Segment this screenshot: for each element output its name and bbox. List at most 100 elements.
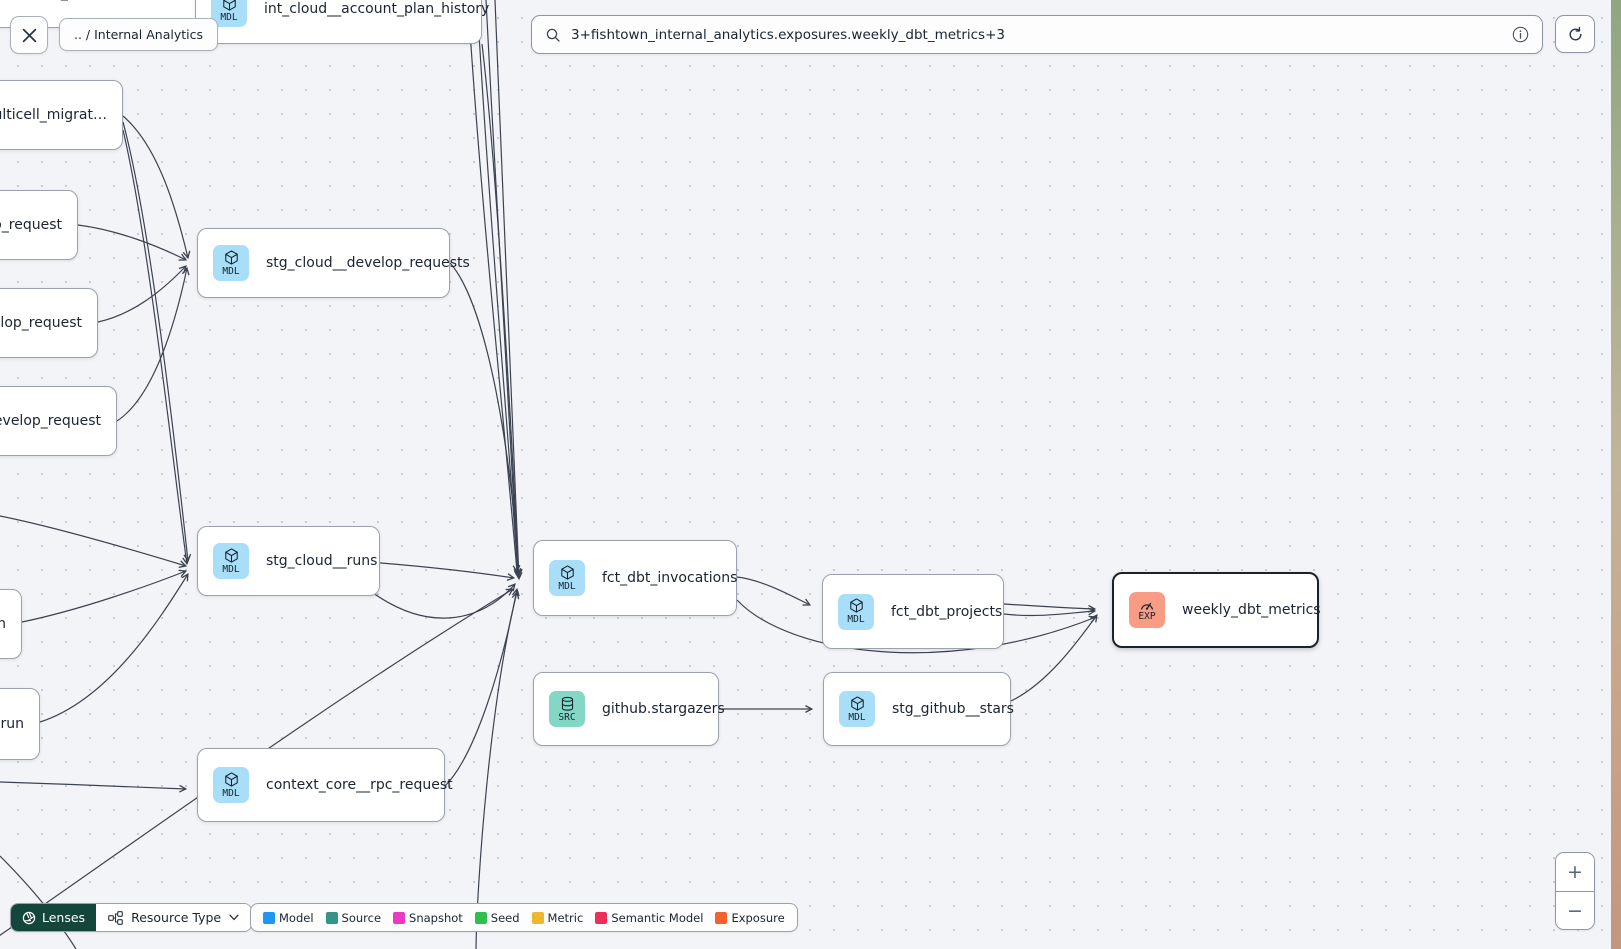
lineage-edge — [481, 43, 519, 574]
graph-node-p-request[interactable]: p_request — [0, 190, 78, 260]
legend-item: Seed — [474, 910, 520, 925]
legend-item: Metric — [531, 911, 583, 925]
model-badge: MDL — [838, 593, 874, 630]
resource-type-button[interactable]: Resource Type — [96, 904, 252, 931]
lineage-edge — [368, 583, 516, 619]
model-badge: MDL — [549, 560, 585, 596]
graph-node-stg-cloud-runs[interactable]: MDL stg_cloud__runs — [197, 526, 380, 596]
graph-node-velop-request[interactable]: velop_request — [0, 288, 98, 358]
badge-code: SRC — [558, 711, 576, 723]
search-bar[interactable] — [531, 15, 1543, 54]
legend-swatch — [474, 911, 487, 924]
graph-node-run-partial[interactable]: .run — [0, 688, 40, 760]
lens-controls: Lenses Resource Type — [10, 903, 253, 932]
node-label: int_cloud__account_plan_history — [264, 1, 490, 17]
refresh-button[interactable] — [1555, 15, 1595, 53]
chevron-down-icon — [229, 914, 239, 921]
cube-icon — [850, 696, 865, 712]
lineage-edge — [77, 224, 188, 261]
node-label: n — [0, 616, 6, 632]
graph-node-n-partial[interactable]: n — [0, 589, 22, 659]
source-badge: SRC — [549, 691, 585, 727]
badge-code: MDL — [847, 614, 865, 626]
graph-node-context-core-rpc-request[interactable]: MDL context_core__rpc_request — [197, 748, 453, 822]
legend-item: Exposure — [715, 910, 785, 925]
node-label: stg_cloud__runs — [266, 553, 378, 569]
legend-label: Model — [279, 910, 314, 925]
legend-label: Exposure — [731, 910, 785, 925]
legend-swatch — [595, 911, 608, 924]
wallpaper-strip — [1611, 0, 1621, 949]
breadcrumb[interactable]: .. / Internal Analytics — [59, 18, 219, 51]
cube-icon — [224, 548, 239, 564]
legend-label: Seed — [490, 910, 520, 925]
search-input[interactable] — [571, 26, 1502, 43]
badge-code: MDL — [222, 563, 240, 575]
lineage-edge — [0, 855, 77, 949]
model-badge: MDL — [213, 245, 249, 281]
lineage-edge — [494, 0, 523, 581]
legend-swatch — [715, 911, 728, 924]
node-label: p_request — [0, 217, 62, 233]
lineage-edge — [122, 129, 190, 566]
cube-icon — [849, 598, 864, 614]
lineage-edge — [122, 121, 192, 563]
badge-code: MDL — [222, 787, 240, 799]
lenses-button[interactable]: Lenses — [11, 904, 97, 931]
lineage-edge — [736, 599, 1098, 654]
legend-item: Source — [325, 910, 382, 925]
node-label: stg_github__stars — [892, 701, 1014, 717]
refresh-icon — [1569, 26, 1581, 40]
model-badge: MDL — [213, 767, 249, 803]
node-label: multicell_migrat… — [0, 107, 107, 123]
zoom-out-button[interactable]: − — [1556, 891, 1594, 929]
graph-node-develop-request[interactable]: .develop_request — [0, 386, 117, 456]
exposure-badge: EXP — [1129, 592, 1165, 628]
legend-label: Snapshot — [409, 910, 463, 925]
lineage-edge — [368, 561, 516, 581]
zoom-in-button[interactable]: + — [1556, 853, 1594, 891]
node-label: velop_request — [0, 315, 82, 331]
node-label: context_core__rpc_request — [266, 777, 453, 793]
minus-icon: − — [1567, 899, 1583, 922]
close-icon — [22, 28, 36, 42]
lineage-edge — [39, 573, 189, 723]
lineage-edge — [21, 569, 188, 623]
node-label: weekly_dbt_metrics — [1182, 602, 1321, 618]
cube-icon — [222, 0, 237, 12]
lineage-edge — [0, 781, 188, 793]
lineage-edge — [467, 0, 521, 574]
graph-node-weekly-dbt-metrics[interactable]: EXP weekly_dbt_metrics — [1112, 572, 1321, 648]
legend-swatch — [325, 911, 338, 924]
lenses-label: Lenses — [42, 910, 86, 925]
cube-icon — [560, 565, 575, 581]
node-label: github.stargazers — [602, 701, 725, 717]
gauge-icon — [1139, 598, 1155, 611]
lineage-edge — [122, 115, 191, 260]
node-label: .develop_request — [0, 413, 101, 429]
legend-swatch — [531, 911, 544, 924]
lenses-icon — [22, 911, 36, 924]
graph-node-github-stargazers[interactable]: SRC github.stargazers — [533, 672, 725, 746]
node-label: fct_dbt_invocations — [602, 570, 738, 586]
graph-node-multicell-migrat[interactable]: multicell_migrat… — [0, 80, 123, 150]
breadcrumb-label: .. / Internal Analytics — [74, 27, 204, 42]
badge-code: EXP — [1138, 611, 1156, 623]
legend-label: Source — [341, 910, 382, 925]
info-icon[interactable] — [1512, 26, 1529, 43]
badge-code: MDL — [222, 265, 240, 277]
model-badge: MDL — [213, 543, 249, 579]
close-button[interactable] — [10, 16, 48, 54]
node-label: snapshot_daily — [0, 0, 101, 1]
zoom-controls: + − — [1555, 852, 1595, 930]
resource-type-label: Resource Type — [131, 910, 222, 925]
lineage-edge — [736, 576, 812, 606]
legend-swatch — [393, 911, 406, 924]
graph-node-fct-dbt-invocations[interactable]: MDL fct_dbt_invocations — [533, 540, 737, 616]
